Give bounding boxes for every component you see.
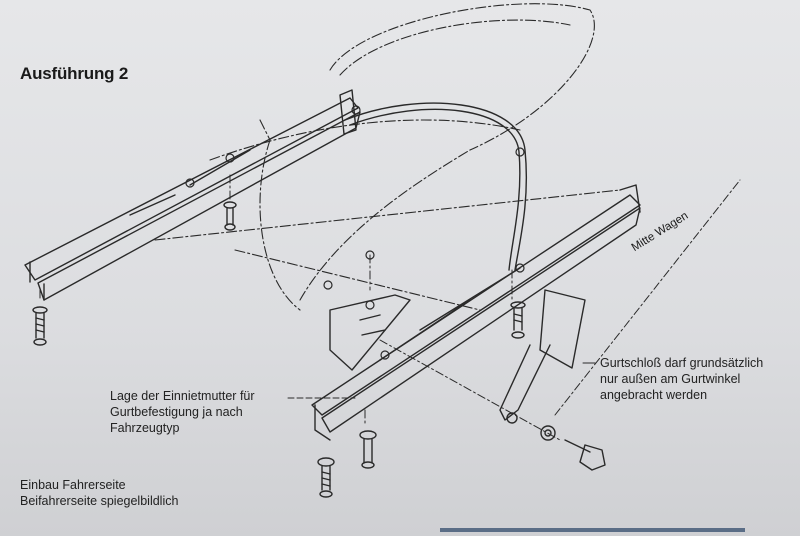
page-heading: Ausführung 2 bbox=[20, 64, 129, 83]
right-rail bbox=[311, 184, 641, 441]
mitte-wagen-line bbox=[554, 179, 741, 416]
einbau-line-1: Einbau Fahrerseite bbox=[20, 478, 126, 492]
belt-bolt bbox=[564, 439, 606, 471]
belt-bracket bbox=[329, 294, 411, 371]
gurtschloss-note: Gurtschloß darf grundsätzlich nur außen … bbox=[600, 355, 763, 403]
einbau-note: Einbau Fahrerseite Beifahrerseite spiege… bbox=[20, 477, 178, 509]
belt-buckle bbox=[499, 289, 586, 424]
einnietmutter-line-1: Lage der Einnietmutter für bbox=[110, 389, 255, 403]
connecting-bar bbox=[344, 102, 528, 271]
gurtschloss-line-2: nur außen am Gurtwinkel bbox=[600, 372, 741, 386]
washer bbox=[540, 425, 556, 441]
seat-outline bbox=[154, 3, 621, 311]
gurtschloss-line-1: Gurtschloß darf grundsätzlich bbox=[600, 356, 764, 370]
einbau-line-2: Beifahrerseite spiegelbildlich bbox=[20, 494, 179, 508]
gurtschloss-line-3: angebracht werden bbox=[600, 388, 708, 402]
left-rail bbox=[24, 89, 361, 301]
einnietmutter-line-3: Fahrzeugtyp bbox=[110, 421, 180, 435]
bolt-group bbox=[32, 201, 526, 498]
accent-bar bbox=[440, 528, 745, 532]
einnietmutter-note: Lage der Einnietmutter für Gurtbefestigu… bbox=[110, 388, 255, 436]
nut-group bbox=[185, 105, 525, 360]
einnietmutter-line-2: Gurtbefestigung ja nach bbox=[110, 405, 243, 419]
